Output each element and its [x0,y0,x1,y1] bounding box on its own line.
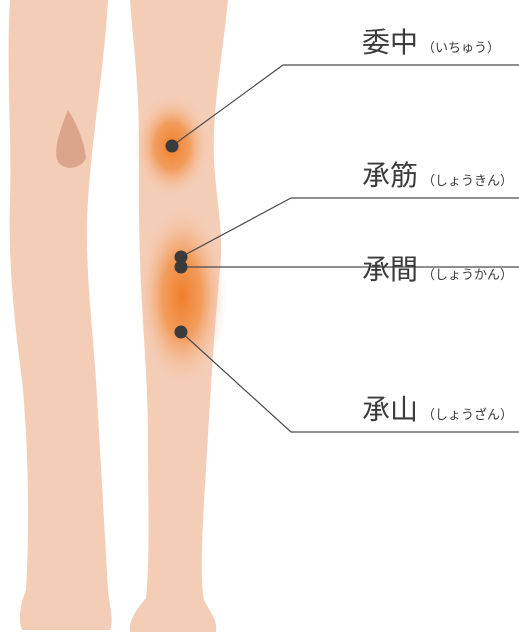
leader-lines [171,64,519,433]
left-leg [8,0,112,630]
knee-shadow [56,110,86,168]
acupoint-dot-4 [174,325,188,339]
leader-line-4 [180,331,519,433]
heat-glow-lower [138,204,226,388]
acupoint-dot-2 [174,250,188,264]
acupoint-label-2: 承筋（しょうきん） [362,159,513,192]
acupoint-dot-3 [174,260,188,274]
leader-line-1 [171,64,519,147]
acupoint-label-3: 承間（しょうかん） [362,253,513,286]
acupoint-dot-1 [165,139,179,153]
acupoint-label-4: 承山（しょうざん） [362,393,513,426]
leader-line-2 [180,197,519,258]
acupoint-label-1: 委中（いちゅう） [362,26,500,59]
